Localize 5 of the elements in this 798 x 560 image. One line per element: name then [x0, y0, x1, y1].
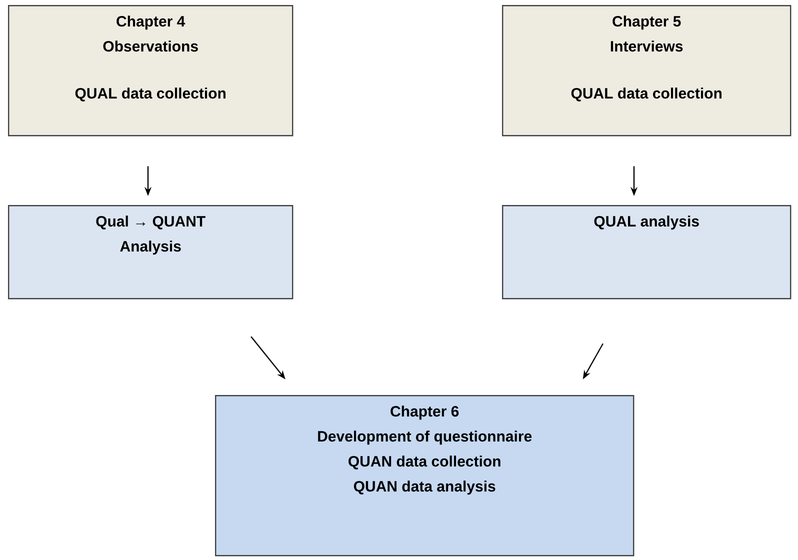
process-box: Chapter 5 Interviews QUAL data collection	[502, 5, 792, 136]
process-box: QUAL analysis	[502, 205, 792, 300]
process-box: Chapter 6 Development of questionnaire QUAN data collection QUAN data analysis	[215, 395, 634, 556]
process-box: Qual → QUANT Analysis	[8, 205, 294, 300]
process-box: Chapter 4 Observations QUAL data collection	[8, 5, 294, 136]
